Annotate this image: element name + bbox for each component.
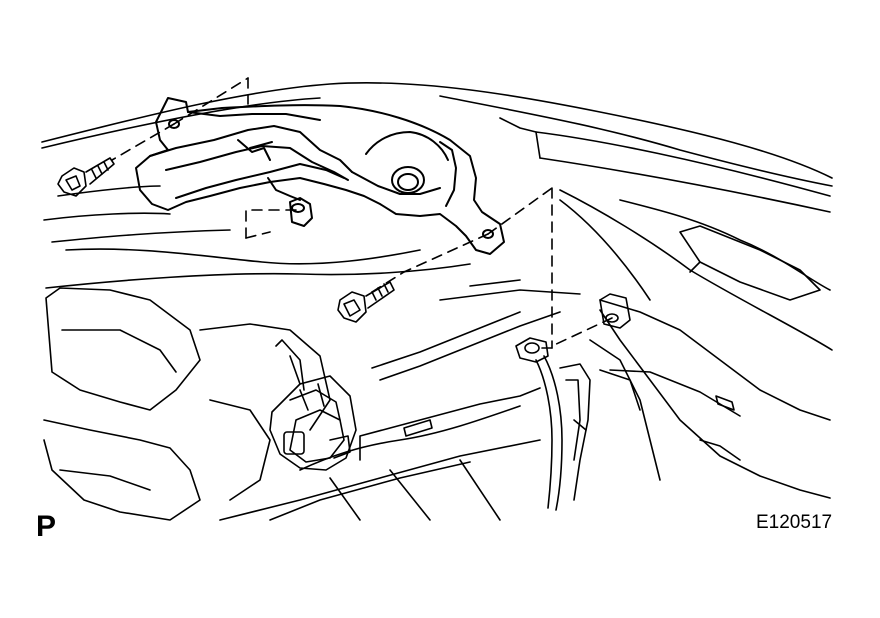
engine-bay [43, 279, 581, 521]
clip-connector [269, 339, 357, 471]
bolt-icon [337, 281, 395, 323]
view-label: P [36, 510, 57, 543]
wire-harness [535, 355, 591, 511]
fender-apron [559, 189, 833, 499]
mounting-boss [515, 293, 631, 363]
body-outline [41, 82, 833, 289]
bolt-icon [57, 157, 115, 197]
bracket-part [135, 97, 505, 255]
figure-code: E120517 [756, 512, 833, 533]
assembly-guide-lines [111, 77, 613, 349]
